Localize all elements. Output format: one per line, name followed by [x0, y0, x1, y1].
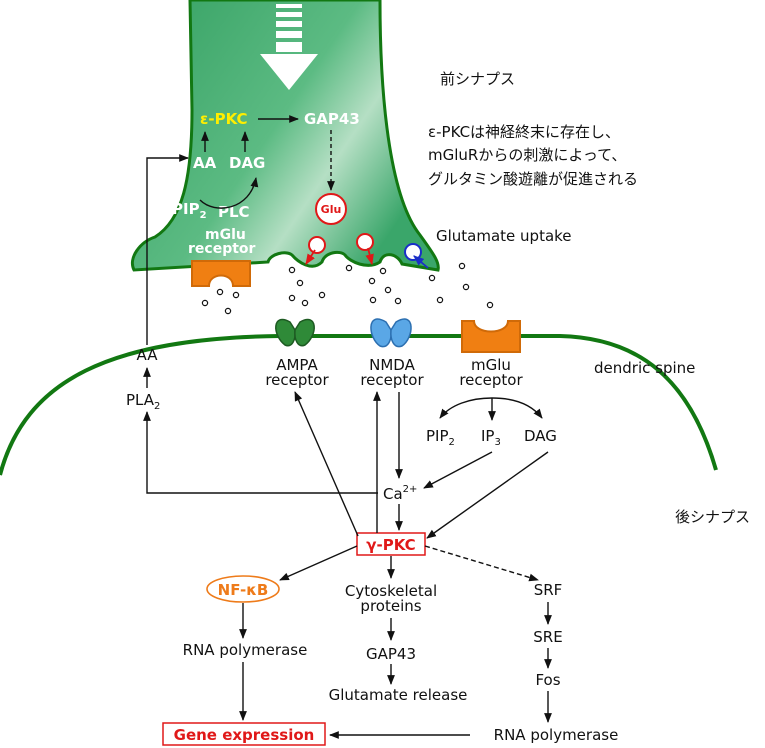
presynaptic-terminal — [131, 0, 440, 272]
rna-polymerase-right: RNA polymerase — [494, 726, 619, 744]
glutamate-molecules — [201, 262, 494, 315]
fos-label: Fos — [535, 671, 560, 689]
gene-expression-box — [162, 722, 326, 746]
arrow-mglu-to-pip2 — [439, 397, 493, 419]
arrow-gpkc-to-nfkb — [279, 545, 358, 581]
presynaptic-label: 前シナプス — [440, 70, 515, 88]
pathway-arrows — [143, 154, 552, 739]
presynaptic-mglu-line2: receptor — [188, 241, 256, 257]
gamma-pkc-box — [356, 532, 426, 556]
glu-vesicle — [315, 193, 347, 225]
arrow-gpkc-to-srf — [424, 545, 539, 582]
arrow-mglu-to-dag — [491, 397, 543, 419]
gamma-pkc-label: γ-PKC — [366, 536, 415, 554]
arrow-post-aa-to-pre-aa — [146, 154, 189, 345]
nmda-line1: NMDA — [369, 356, 415, 374]
post-mglu-line2: receptor — [459, 371, 523, 389]
arrow-pip2-to-dag — [199, 177, 259, 209]
ampa-line1: AMPA — [276, 356, 318, 374]
stimulus-arrow — [260, 4, 318, 90]
vesicle-release-arrow — [305, 249, 316, 265]
arrow-ca-to-pla2 — [143, 411, 378, 494]
note-line-1: ε-PKCは神経終末に存在し、 — [428, 123, 620, 141]
presynaptic-mglu-receptor — [191, 260, 251, 287]
post-pip2-label: PIP2 — [426, 427, 455, 448]
nmda-line2: receptor — [360, 371, 424, 389]
presynaptic-mglu-line1: mGlu — [205, 227, 246, 243]
dendritic-spine-label: dendric spine — [594, 359, 695, 377]
pla2-label: PLA2 — [126, 391, 160, 412]
vesicle-release — [308, 236, 326, 254]
arrow-dag-to-gpkc — [426, 451, 549, 539]
ampa-receptor — [275, 318, 315, 347]
postsynaptic-mglu-receptor — [461, 320, 521, 353]
vesicle-uptake-arrow — [413, 255, 429, 269]
note-line-2: mGluRからの刺激によって、 — [428, 146, 626, 164]
rna-polymerase-left: RNA polymerase — [183, 641, 308, 659]
cyto-line2: proteins — [360, 597, 421, 615]
srf-label: SRF — [534, 581, 563, 599]
glutamate-uptake-label: Glutamate uptake — [436, 227, 572, 245]
nfkb-label: NF-κB — [218, 581, 269, 599]
note-line-3: グルタミン酸遊離が促進される — [428, 170, 638, 188]
gene-expression-label: Gene expression — [174, 726, 315, 744]
released-vesicles — [305, 233, 429, 269]
presynaptic-pip2-label: PIP2 — [172, 200, 207, 221]
post-aa-label: AA — [137, 346, 159, 364]
presynaptic-aa-label: AA — [193, 154, 217, 172]
post-mglu-line1: mGlu — [471, 356, 511, 374]
sre-label: SRE — [533, 628, 562, 646]
ca2-label: Ca2+ — [383, 484, 417, 503]
nmda-receptor — [370, 318, 412, 348]
vesicle-release-arrow — [365, 247, 374, 266]
presynaptic-dag-label: DAG — [229, 154, 265, 172]
vesicle-release — [356, 233, 374, 251]
postsynaptic-label: 後シナプス — [675, 508, 750, 526]
nfkb-ellipse — [206, 575, 280, 603]
epsilon-pkc-label: ε-PKC — [200, 110, 248, 128]
arrow-ip3-to-ca — [423, 451, 493, 489]
vesicle-uptake — [404, 243, 422, 261]
cyto-line1: Cytoskeletal — [345, 582, 437, 600]
post-gap43-label: GAP43 — [366, 645, 416, 663]
post-dag-label: DAG — [524, 427, 557, 445]
arrow-gpkc-to-ampa — [294, 391, 359, 537]
presynaptic-gap43-label: GAP43 — [304, 110, 360, 128]
postsynaptic-membrane — [0, 334, 718, 476]
glutamate-release-label: Glutamate release — [329, 686, 468, 704]
ip3-label: IP3 — [481, 427, 501, 448]
ampa-line2: receptor — [265, 371, 329, 389]
glu-label: Glu — [321, 203, 342, 216]
